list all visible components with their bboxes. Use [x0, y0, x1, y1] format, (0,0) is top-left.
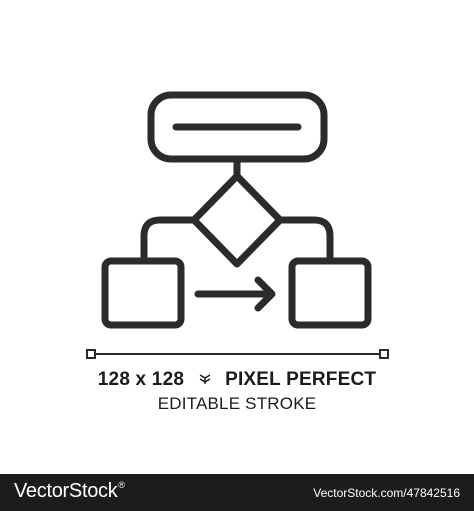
editable-stroke-text: EDITABLE STROKE: [157, 394, 317, 413]
left-branch-line: [140, 216, 198, 264]
stock-image-area: 128 x 128 PIXEL PERFECT EDITABLE STROKE: [0, 91, 474, 413]
left-process-box: [101, 257, 185, 329]
size-text: 128 x 128: [97, 369, 185, 390]
right-branch-line: [276, 216, 334, 264]
measure-rule-right-handle: [379, 349, 389, 359]
image-id-url: VectorStock.com/47842516: [313, 486, 460, 500]
pixel-perfect-text: PIXEL PERFECT: [225, 369, 377, 390]
decision-diamond-shape: [190, 172, 284, 268]
watermark-footer: VectorStock® VectorStock.com/47842516: [0, 474, 474, 511]
vectorstock-logo: VectorStock®: [14, 480, 125, 503]
measure-rule-left-handle: [86, 349, 96, 359]
caption-size-line: 128 x 128 PIXEL PERFECT: [0, 369, 474, 391]
logo-text: VectorStock: [14, 480, 118, 502]
pixel-grid-icon: [199, 374, 210, 384]
flowchart-algorithm-icon: [86, 91, 389, 359]
registered-mark: ®: [118, 480, 125, 490]
right-process-box: [288, 257, 372, 329]
arrow-head: [254, 276, 276, 312]
